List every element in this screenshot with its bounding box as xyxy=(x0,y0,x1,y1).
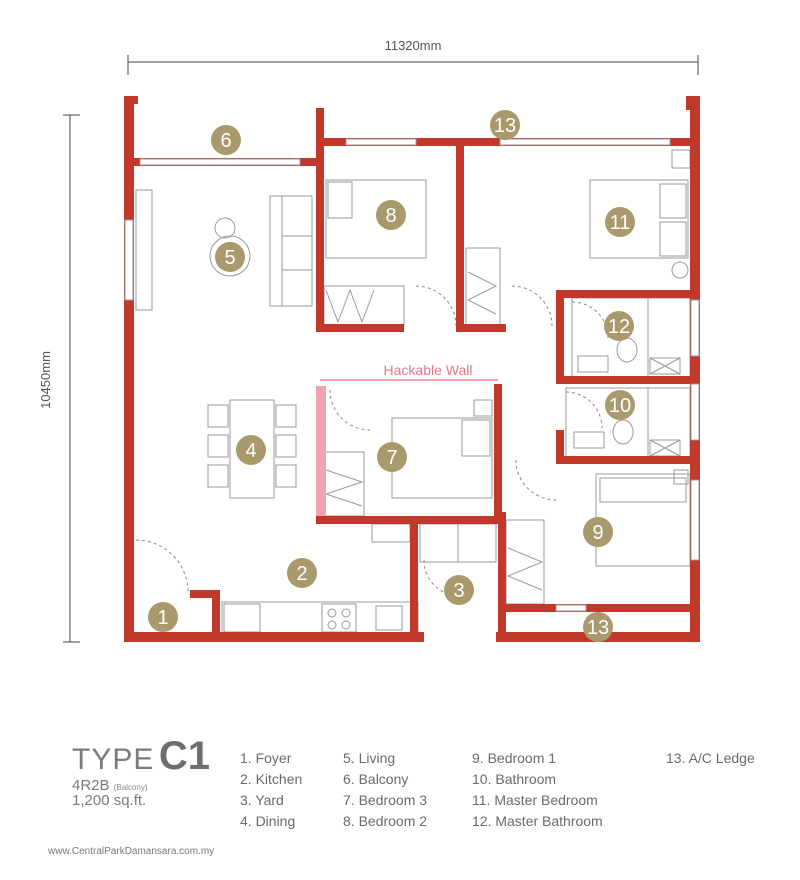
legend-item: 13. A/C Ledge xyxy=(666,750,755,766)
legend-item: 5. Living xyxy=(343,750,396,766)
legend-item: 10. Bathroom xyxy=(472,771,557,787)
marker-yard-label: 3 xyxy=(453,580,464,602)
marker-bedroom-1-label: 9 xyxy=(592,522,603,544)
legend-item: 12. Master Bathroom xyxy=(472,813,603,829)
width-dimension xyxy=(127,55,699,75)
marker-bedroom-2 xyxy=(376,200,406,230)
hackable-wall-label: Hackable Wall xyxy=(384,362,473,378)
floor-plan: 11320mm 10450mm xyxy=(38,38,700,643)
room-count: 4R2B xyxy=(72,777,110,794)
legend-item: 11. Master Bedroom xyxy=(472,792,598,808)
legend-column-3: 9. Bedroom 1 10. Bathroom 11. Master Bed… xyxy=(472,748,603,832)
marker-living-label: 5 xyxy=(224,247,235,269)
marker-ac-ledge-top-label: 13 xyxy=(494,115,516,137)
legend-item: 1. Foyer xyxy=(240,750,292,766)
legend-area: TYPE C1 4R2B (Balcony) 1,200 sq.ft. 1. F… xyxy=(0,730,800,880)
marker-bedroom-1 xyxy=(583,517,613,547)
marker-bathroom-label: 10 xyxy=(609,395,631,417)
type-code: C1 xyxy=(158,734,210,778)
marker-dining-label: 4 xyxy=(245,440,256,462)
marker-master-bathroom-label: 12 xyxy=(608,316,630,338)
room-markers: 1 2 3 4 5 6 7 8 9 10 11 12 13 13 xyxy=(148,110,635,642)
marker-kitchen-label: 2 xyxy=(296,563,307,585)
marker-ac-ledge-bottom xyxy=(583,612,613,642)
marker-dining xyxy=(236,435,266,465)
hackable-wall xyxy=(316,386,326,518)
door-swings xyxy=(135,285,609,597)
legend-column-4: 13. A/C Ledge xyxy=(666,748,755,769)
marker-master-bedroom xyxy=(605,207,635,237)
legend-item: 3. Yard xyxy=(240,792,284,808)
legend-column-1: 1. Foyer 2. Kitchen 3. Yard 4. Dining xyxy=(240,748,302,832)
height-dimension xyxy=(63,114,80,643)
marker-kitchen xyxy=(287,558,317,588)
room-config: 4R2B (Balcony) xyxy=(72,777,210,794)
marker-foyer xyxy=(148,602,178,632)
marker-yard xyxy=(444,575,474,605)
unit-type-block: TYPE C1 4R2B (Balcony) 1,200 sq.ft. xyxy=(72,734,210,809)
marker-foyer-label: 1 xyxy=(157,607,168,629)
marker-ac-ledge-top xyxy=(490,110,520,140)
marker-master-bathroom xyxy=(604,311,634,341)
type-prefix: TYPE xyxy=(72,743,155,776)
height-label: 10450mm xyxy=(38,351,53,409)
legend-item: 4. Dining xyxy=(240,813,296,829)
website-url: www.CentralParkDamansara.com.my xyxy=(48,846,215,857)
legend-item: 7. Bedroom 3 xyxy=(343,792,428,808)
legend-item: 9. Bedroom 1 xyxy=(472,750,557,766)
marker-bedroom-3 xyxy=(377,442,407,472)
legend-item: 6. Balcony xyxy=(343,771,409,787)
balcony-note: (Balcony) xyxy=(113,783,148,792)
marker-master-bedroom-label: 11 xyxy=(610,212,631,234)
marker-balcony xyxy=(211,125,241,155)
marker-living xyxy=(215,242,245,272)
marker-balcony-label: 6 xyxy=(220,130,231,152)
windows xyxy=(124,138,700,612)
marker-bedroom-2-label: 8 xyxy=(385,205,396,227)
width-label: 11320mm xyxy=(385,38,442,53)
marker-bathroom xyxy=(605,390,635,420)
unit-area: 1,200 sq.ft. xyxy=(72,792,147,809)
legend-item: 8. Bedroom 2 xyxy=(343,813,428,829)
marker-ac-ledge-bottom-label: 13 xyxy=(587,617,609,639)
legend-column-2: 5. Living 6. Balcony 7. Bedroom 3 8. Bed… xyxy=(343,748,427,832)
legend-item: 2. Kitchen xyxy=(240,771,303,787)
marker-bedroom-3-label: 7 xyxy=(386,447,397,469)
